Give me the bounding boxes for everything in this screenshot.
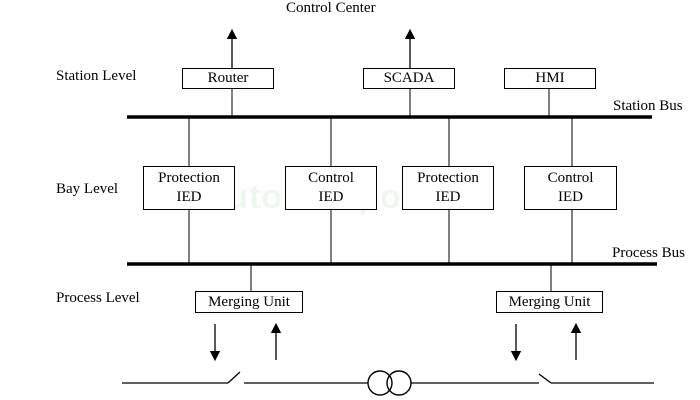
ied-line2: IED <box>435 189 461 205</box>
control-ied-box-2: Control IED <box>524 166 617 210</box>
merging-unit-label: Merging Unit <box>208 293 290 310</box>
protection-ied-box-1: Protection IED <box>143 166 235 210</box>
bay-level-label: Bay Level <box>56 181 119 197</box>
control-ied-box-1: Control IED <box>285 166 377 210</box>
station-bus-label: Station Bus <box>613 98 683 114</box>
hmi-label: HMI <box>535 70 565 87</box>
process-level-label: Process Level <box>56 290 140 306</box>
switch-left <box>227 371 241 384</box>
scada-box: SCADA <box>363 68 455 89</box>
process-bus-label: Process Bus <box>612 245 685 261</box>
primary-circuit <box>122 370 654 396</box>
ied-line1: Protection <box>417 170 479 187</box>
switch-right <box>538 373 552 384</box>
scada-label: SCADA <box>383 70 435 87</box>
ied-line2: IED <box>558 189 583 205</box>
ied-line1: Control <box>308 170 354 187</box>
ied-line2: IED <box>176 189 202 205</box>
merging-unit-box-2: Merging Unit <box>496 291 603 313</box>
router-label: Router <box>207 70 249 87</box>
ied-line1: Control <box>547 170 594 187</box>
merging-unit-label: Merging Unit <box>508 293 591 310</box>
merging-unit-box-1: Merging Unit <box>195 291 303 313</box>
protection-ied-box-2: Protection IED <box>402 166 494 210</box>
hmi-box: HMI <box>504 68 596 89</box>
router-box: Router <box>182 68 274 89</box>
ied-line1: Protection <box>158 170 220 187</box>
ied-line2: IED <box>318 189 344 205</box>
transformer-winding-1 <box>367 370 393 396</box>
station-level-label: Station Level <box>56 68 137 84</box>
transformer-winding-2 <box>386 370 412 396</box>
control-center-label: Control Center <box>286 0 376 16</box>
